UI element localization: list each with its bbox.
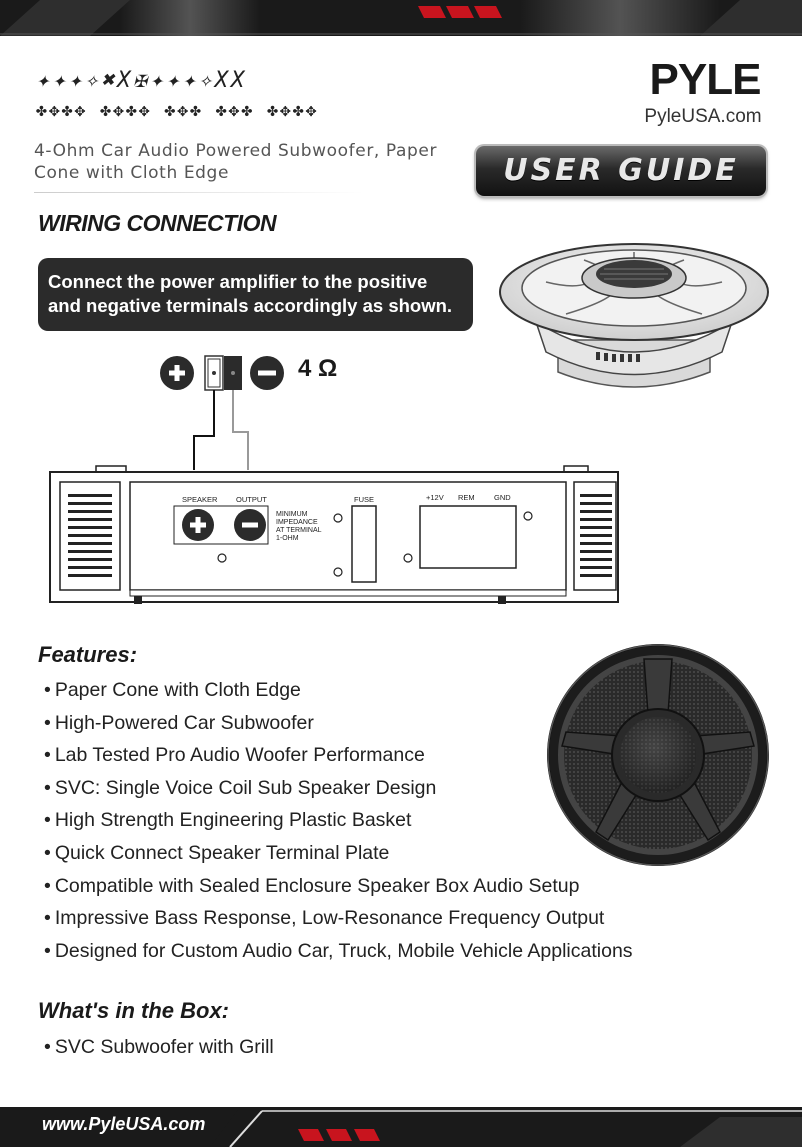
list-item: High Strength Engineering Plastic Basket [44, 804, 633, 837]
amp-at-terminal-label: AT TERMINAL [276, 527, 322, 534]
model-number: ✦✦✦✧✖X✠✦✦✦✧XX [36, 68, 248, 93]
amp-output-label: OUTPUT [236, 495, 267, 504]
list-item: Quick Connect Speaker Terminal Plate [44, 837, 633, 870]
amp-power-terminal-block [419, 505, 517, 569]
list-item: Paper Cone with Cloth Edge [44, 674, 633, 707]
amplifier-diagram: SPEAKER OUTPUT MINIMUM IMPEDANCE AT TERM… [49, 465, 619, 604]
list-item: High-Powered Car Subwoofer [44, 707, 633, 740]
list-item: Designed for Custom Audio Car, Truck, Mo… [44, 935, 633, 968]
wiring-diagram [160, 355, 284, 470]
top-banner-stripes-icon [0, 0, 802, 36]
product-subtitle: 4-Ohm Car Audio Powered Subwoofer, Paper… [34, 141, 438, 183]
amp-12v-label: +12V [426, 493, 444, 502]
features-heading: Features: [38, 642, 138, 667]
wiring-heading: WIRING CONNECTION [38, 210, 277, 236]
amp-impedance-label: IMPEDANCE [276, 519, 318, 526]
model-description: ✤✥✤✥ ✤✥✤✥ ✤✥✤ ✤✥✤ ✤✥✤✥ [36, 100, 319, 121]
pyle-logo: PYLE [649, 55, 762, 104]
amp-fuse-slot [351, 505, 377, 583]
list-item: Impressive Bass Response, Low-Resonance … [44, 902, 633, 935]
box-contents-heading: What's in the Box: [38, 998, 230, 1023]
wiring-callout: Connect the power amplifier to the posit… [38, 258, 473, 331]
top-banner [0, 0, 802, 36]
footer-website-link[interactable]: www.PyleUSA.com [42, 1114, 206, 1134]
user-guide-badge: USER GUIDE [476, 146, 766, 196]
box-contents-list: SVC Subwoofer with Grill [44, 1032, 274, 1062]
speaker-side-icon [499, 243, 769, 388]
amp-speaker-label: SPEAKER [182, 495, 218, 504]
amp-fuse-label: FUSE [354, 495, 374, 504]
amp-minimum-label: MINIMUM [276, 511, 308, 518]
list-item: SVC Subwoofer with Grill [44, 1032, 274, 1062]
amp-rem-label: REM [458, 493, 475, 502]
list-item: Lab Tested Pro Audio Woofer Performance [44, 739, 633, 772]
speaker-front-icon [547, 644, 769, 866]
impedance-label: 4 Ω [298, 355, 338, 382]
amp-gnd-label: GND [494, 493, 511, 502]
subtitle-divider [34, 192, 364, 193]
brand-site-link[interactable]: PyleUSA.com [644, 106, 762, 127]
list-item: Compatible with Sealed Enclosure Speaker… [44, 870, 633, 903]
amp-one-ohm-label: 1-OHM [276, 535, 299, 542]
list-item: SVC: Single Voice Coil Sub Speaker Desig… [44, 772, 633, 805]
user-guide-label: USER GUIDE [503, 153, 739, 188]
bottom-banner [0, 1107, 802, 1147]
features-list: Paper Cone with Cloth Edge High-Powered … [44, 674, 633, 967]
bottom-banner-stripes-icon [0, 1107, 802, 1147]
